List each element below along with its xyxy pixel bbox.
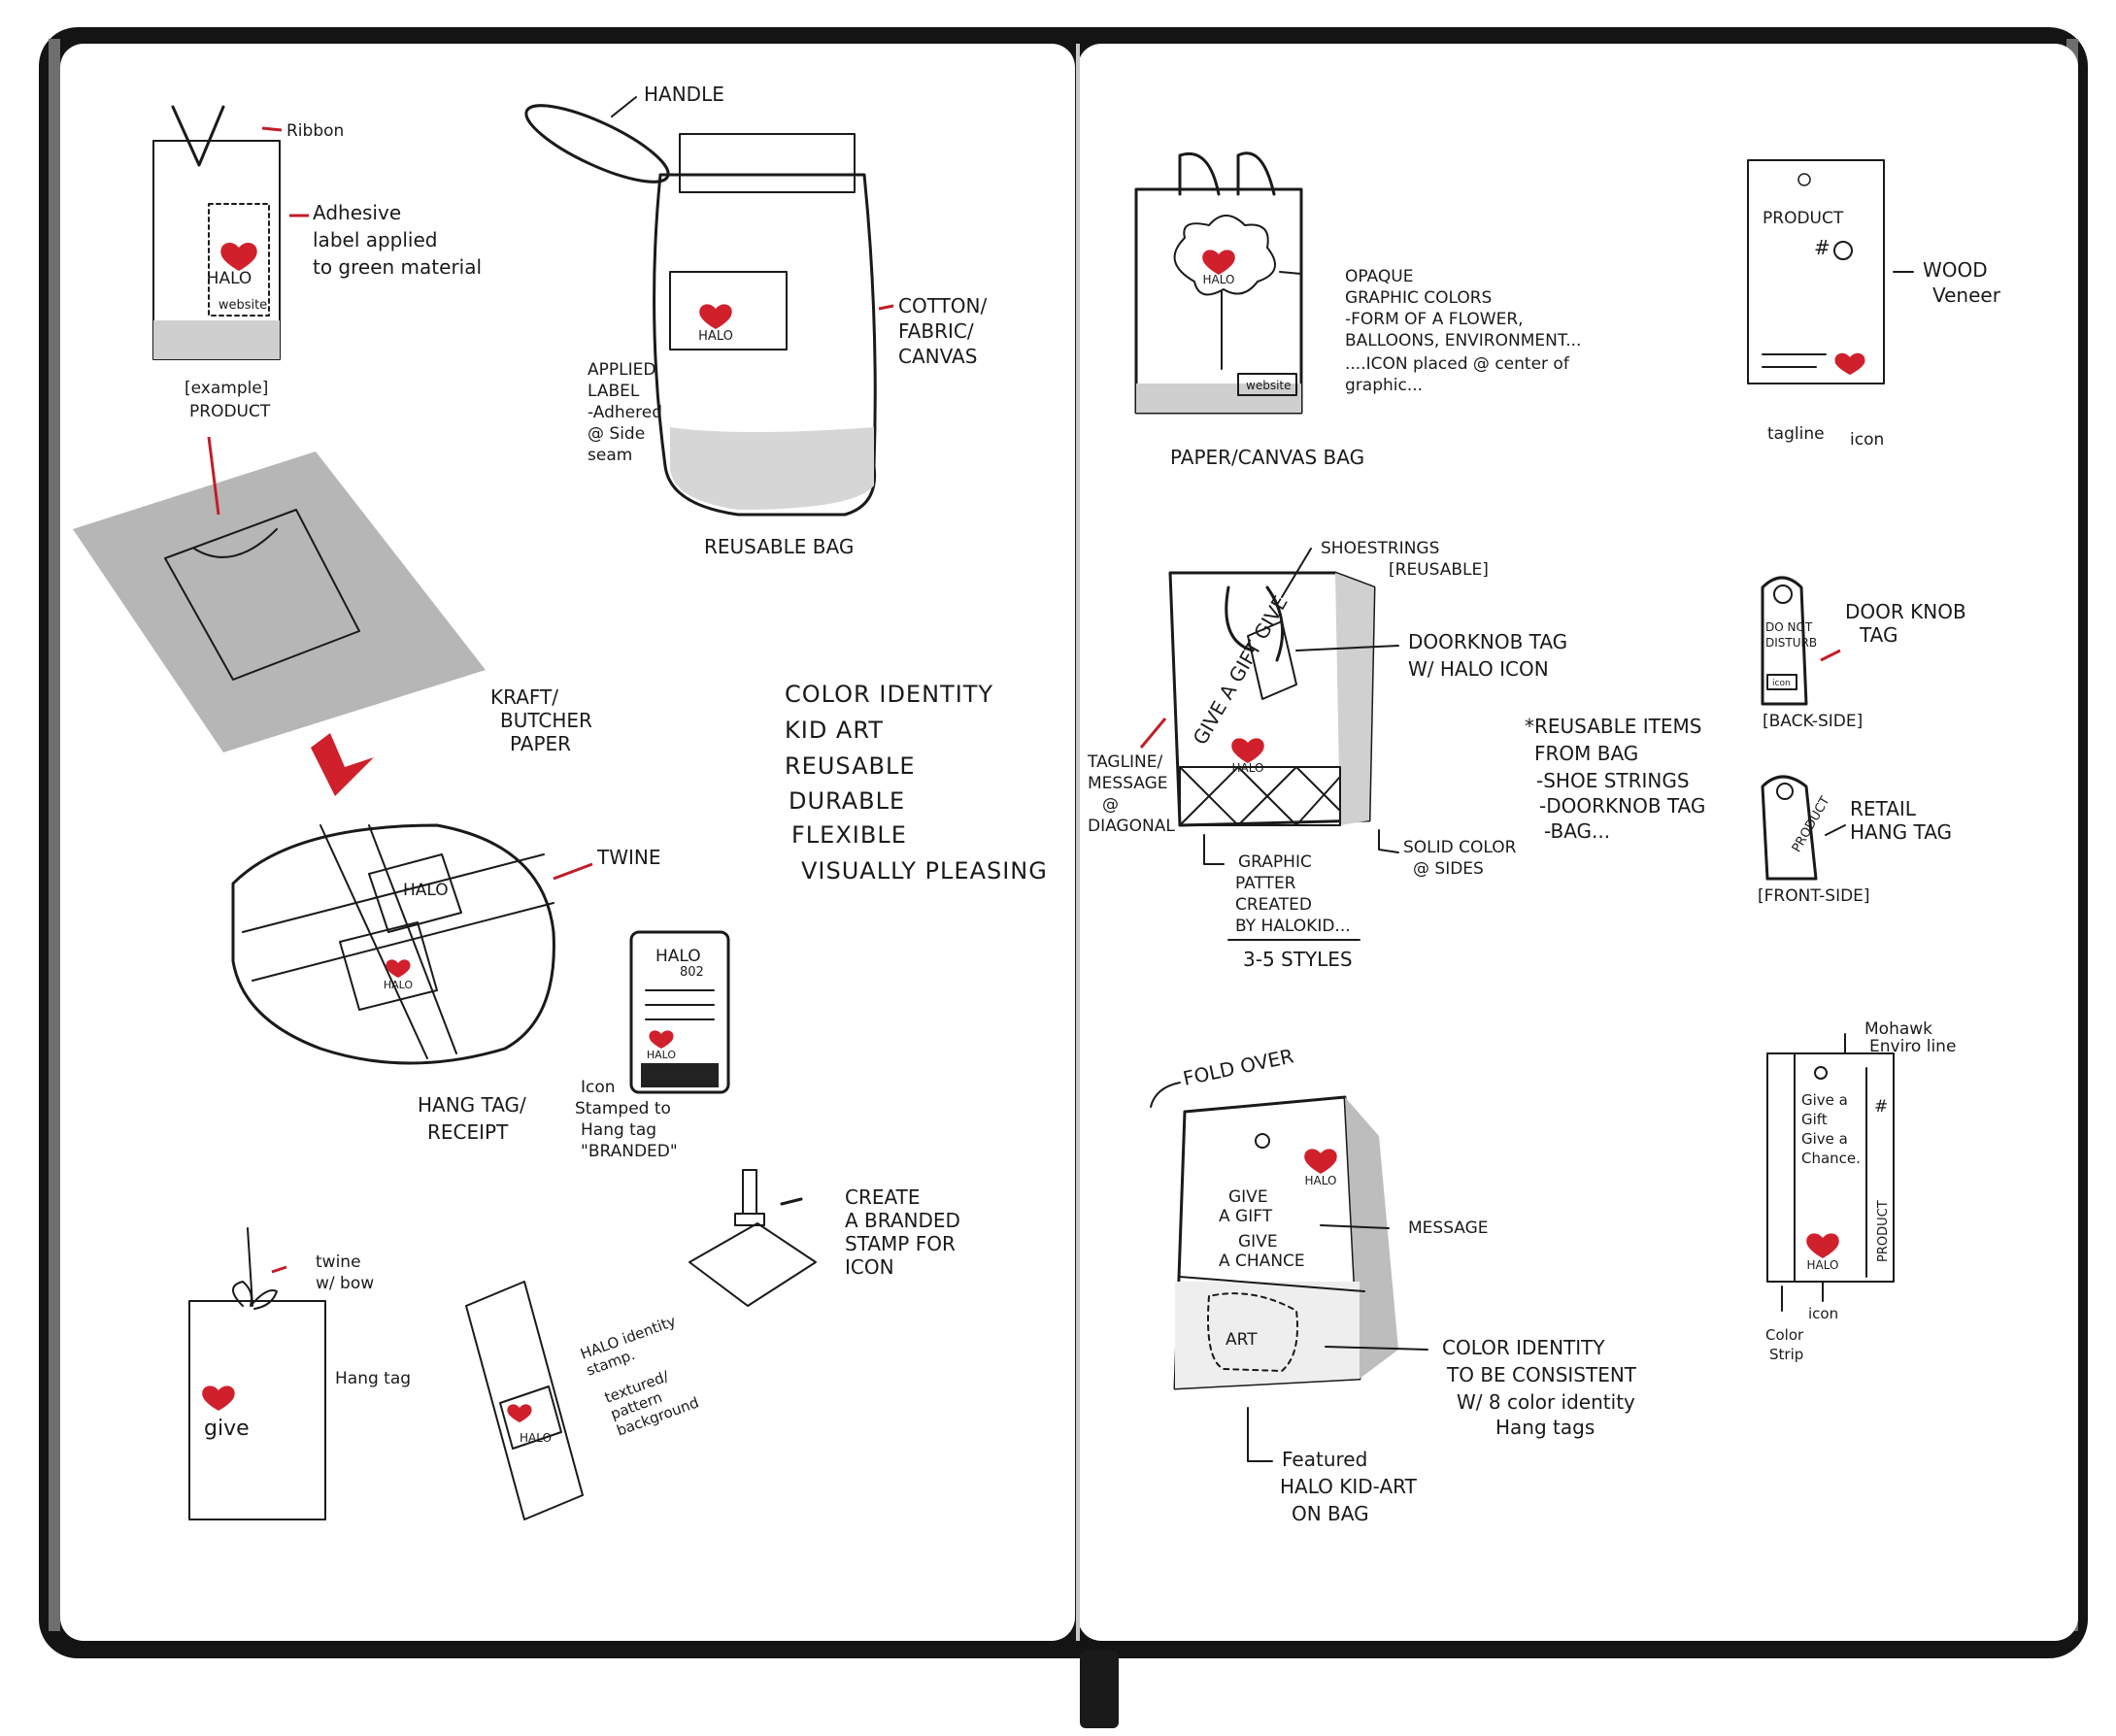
value-item: REUSABLE — [785, 752, 916, 780]
paper-bag-website: website — [1246, 379, 1292, 392]
value-item: VISUALLY PLEASING — [801, 857, 1048, 885]
fold-bag-halo: HALO — [1305, 1174, 1337, 1187]
kraft-paper-sketch: [example] PRODUCT KRAFT/ BUTCHER PAPER — [73, 379, 598, 796]
message-note: MESSAGE — [1408, 1219, 1489, 1238]
strip-tag-product: PRODUCT — [1876, 1200, 1891, 1262]
value-item: KID ART — [785, 717, 884, 744]
value-item: DURABLE — [789, 787, 905, 815]
paper-canvas-bag-sketch: HALO website OPAQUE GRAPHIC COLORS -FORM… — [1134, 151, 1587, 469]
styles-note: 3-5 STYLES — [1243, 948, 1353, 971]
wrapped-package-sketch: HALO HALO TWINE HANG TAG/ RECEIPT — [231, 823, 661, 1144]
color-strip-note: Color Strip — [1765, 1326, 1808, 1363]
red-arrow-icon — [311, 733, 374, 796]
heart-icon — [202, 1385, 235, 1411]
reusable-bag-caption: REUSABLE BAG — [704, 535, 854, 558]
reusable-items-note: *REUSABLE ITEMS FROM BAG -SHOE STRINGS -… — [1525, 715, 1712, 843]
color-identity-note: COLOR IDENTITY TO BE CONSISTENT W/ 8 col… — [1442, 1336, 1642, 1439]
doorknob-icon-text: icon — [1772, 679, 1791, 688]
heart-icon — [507, 1404, 532, 1422]
strip-tag-halo: HALO — [1807, 1258, 1839, 1272]
retail-tag-caption: [FRONT-SIDE] — [1758, 886, 1870, 906]
doorknob-caption: [BACK-SIDE] — [1763, 712, 1863, 731]
ribbon-note: Ribbon — [286, 121, 344, 141]
mohawk-note: Mohawk Enviro line — [1864, 1019, 1956, 1056]
example-product-note: [example] PRODUCT — [185, 379, 274, 421]
applied-label-note: APPLIED LABEL -Adhered @ Side seam — [588, 360, 667, 465]
heart-icon — [699, 304, 732, 329]
wood-veneer-tag-sketch: PRODUCT # WOOD Veneer tagline icon — [1747, 159, 2001, 450]
doorknob-label: DOOR KNOB TAG — [1845, 600, 1972, 647]
receipt-halo: HALO — [655, 947, 701, 966]
twine-note: TWINE — [596, 846, 661, 869]
graphic-pattern-note: GRAPHIC PATTER CREATED BY HALOKID... — [1235, 852, 1351, 936]
strip-tag-text: Give a Gift Give a Chance. — [1801, 1091, 1861, 1167]
fold-bag-give-text: GIVE A GIFT GIVE A CHANCE — [1219, 1187, 1305, 1271]
reusable-bag-sketch: HANDLE HALO COTTON/ FABRIC/ CANVAS APPLI… — [524, 83, 993, 558]
bookmark-ribbon — [1080, 1651, 1119, 1728]
hang-tag-note: Hang tag — [335, 1369, 411, 1388]
receipt-note: Icon Stamped to Hang tag "BRANDED" — [575, 1078, 678, 1161]
heart-icon — [386, 959, 411, 978]
value-item: FLEXIBLE — [791, 821, 907, 849]
strip-tag-hash: # — [1874, 1097, 1888, 1117]
package-tag-halo-small: HALO — [384, 979, 414, 991]
shoestring-bag-halo: HALO — [1232, 761, 1264, 775]
wood-tag-icon-note: icon — [1850, 430, 1884, 450]
values-list: COLOR IDENTITY KID ART REUSABLE DURABLE … — [785, 681, 1048, 885]
striped-tag-halo: HALO — [520, 1431, 552, 1445]
twine-bow-note: twine w/ bow — [316, 1252, 374, 1293]
heart-icon — [1834, 352, 1865, 375]
color-strip-tag-sketch: Give a Gift Give a Chance. HALO PRODUCT … — [1765, 1019, 1956, 1363]
fold-over-bag-sketch: HALO GIVE A GIFT GIVE A CHANCE ART FOLD … — [1150, 1044, 1642, 1525]
package-tag-halo: HALO — [403, 881, 449, 900]
adhesive-note: Adhesive label applied to green material — [313, 201, 482, 279]
solid-color-note: SOLID COLOR @ SIDES — [1403, 838, 1522, 879]
heart-icon — [1304, 1149, 1337, 1174]
wood-tag-hash: # — [1814, 236, 1831, 259]
wood-veneer-note: WOOD Veneer — [1923, 258, 2001, 307]
kraft-paper-note: KRAFT/ BUTCHER PAPER — [490, 685, 598, 755]
give-text: give — [204, 1417, 250, 1441]
receipt-line2: 802 — [680, 965, 704, 980]
wood-tag-tagline-note: tagline — [1767, 424, 1825, 444]
paper-bag-halo: HALO — [1203, 273, 1235, 286]
heart-icon — [220, 242, 257, 271]
heart-icon — [1202, 250, 1235, 275]
doorknob-text: DO NOT DISTURB — [1765, 620, 1817, 650]
paper-bag-notes: OPAQUE GRAPHIC COLORS -FORM OF A FLOWER,… — [1345, 267, 1587, 395]
tagline-diagonal-note: TAGLINE/ MESSAGE @ DIAGONAL — [1087, 752, 1175, 836]
strip-icon-note: icon — [1808, 1305, 1838, 1322]
heart-icon — [1231, 738, 1264, 763]
cotton-note: COTTON/ FABRIC/ CANVAS — [898, 294, 993, 368]
receipt-hang-tag-sketch: HALO 802 HALO Icon Stamped to Hang tag "… — [575, 930, 730, 1161]
heart-icon — [1806, 1233, 1839, 1258]
give-hang-tag-sketch: give twine w/ bow Hang tag — [188, 1227, 411, 1520]
bag-label-halo: HALO — [698, 329, 733, 344]
door-knob-tag-sketch: DO NOT DISTURB icon DOOR KNOB TAG [BACK-… — [1761, 576, 1972, 731]
stamp-note: CREATE A BRANDED STAMP FOR ICON — [845, 1185, 966, 1279]
fold-bag-art: ART — [1226, 1330, 1258, 1350]
ribbon-label-sketch: HALO website Ribbon Adhesive label appli… — [152, 105, 482, 360]
receipt-icon-label: HALO — [647, 1049, 677, 1061]
paper-bag-caption: PAPER/CANVAS BAG — [1170, 446, 1364, 469]
heart-icon — [649, 1030, 674, 1049]
tag-website-text: website — [218, 298, 267, 313]
featured-art-note: Featured HALO KID-ART ON BAG — [1280, 1448, 1423, 1525]
hang-tag-receipt-note: HANG TAG/ RECEIPT — [418, 1093, 532, 1144]
wood-tag-product: PRODUCT — [1763, 209, 1844, 228]
page-edges-left — [49, 39, 60, 1631]
shoestrings-note: SHOESTRINGS [REUSABLE] — [1321, 539, 1489, 580]
doorknob-note: DOORKNOB TAG W/ HALO ICON — [1408, 630, 1574, 681]
stamp-sketch: CREATE A BRANDED STAMP FOR ICON — [689, 1169, 966, 1307]
tag-halo-text: HALO — [207, 269, 252, 288]
retail-tag-label: RETAIL HANG TAG — [1850, 797, 1952, 844]
handle-note: HANDLE — [644, 83, 724, 106]
value-item: COLOR IDENTITY — [785, 681, 993, 708]
